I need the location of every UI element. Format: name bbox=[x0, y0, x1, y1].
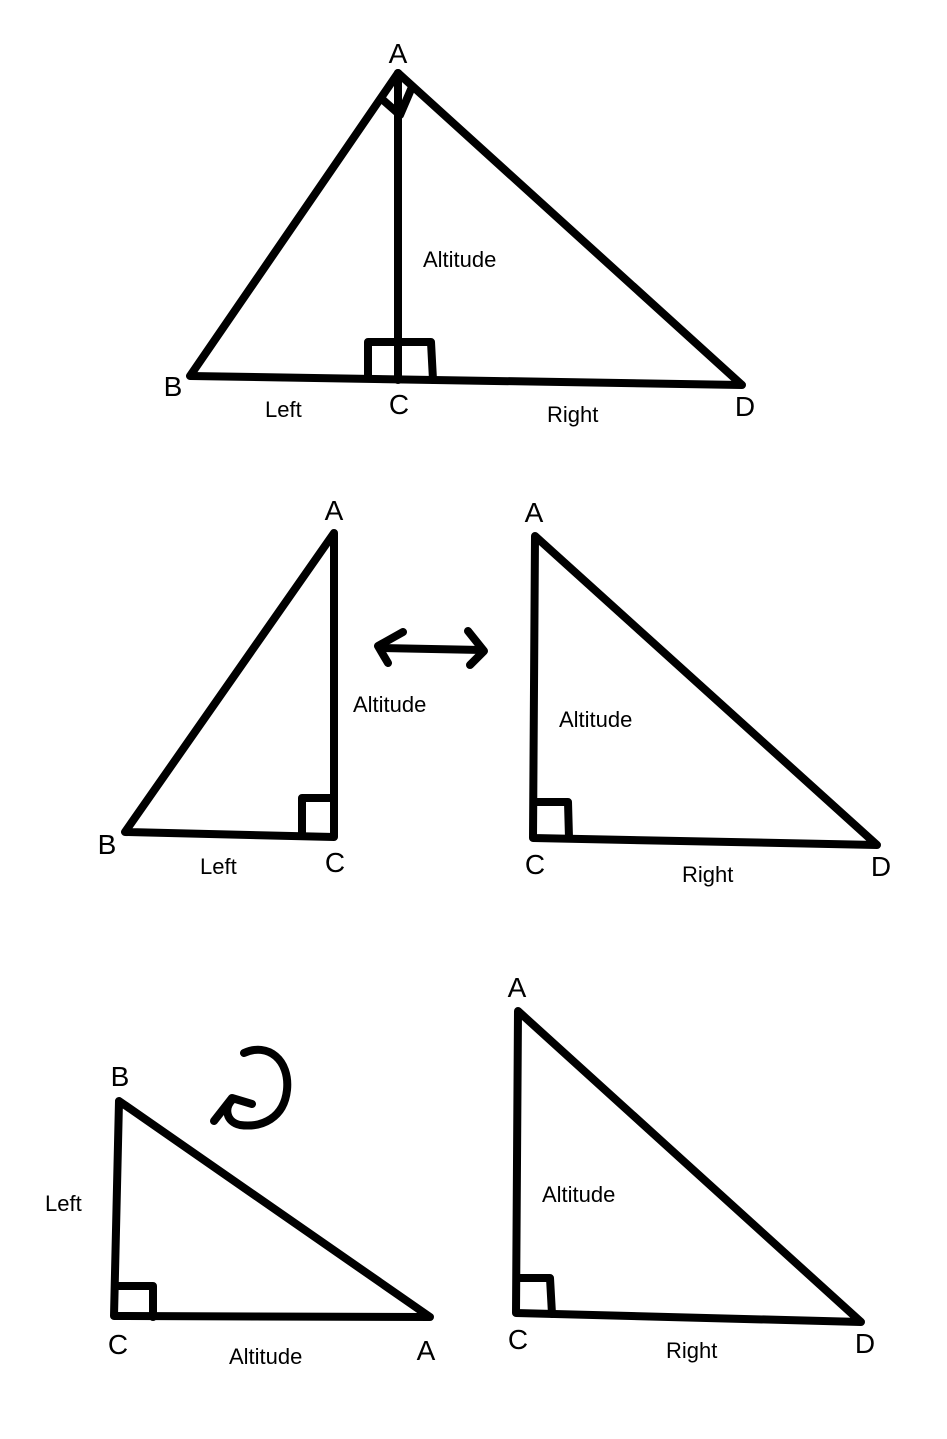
vertex-label-a: A bbox=[417, 1335, 436, 1366]
triangle-abc bbox=[121, 529, 338, 841]
triangle-abd bbox=[186, 69, 746, 389]
right-angle-mark-at-c bbox=[112, 1282, 157, 1321]
right-angle-mark-at-c bbox=[531, 798, 573, 842]
figure-left-triangle: A B C Altitude Left bbox=[98, 495, 427, 879]
right-angle-mark-at-c bbox=[514, 1274, 556, 1318]
side-label-left: Left bbox=[45, 1191, 82, 1216]
side-label-altitude: Altitude bbox=[423, 247, 496, 272]
right-angle-mark-at-c bbox=[298, 794, 338, 840]
triangle-acd bbox=[512, 1007, 865, 1326]
side-label-altitude: Altitude bbox=[542, 1182, 615, 1207]
vertex-label-c: C bbox=[389, 389, 409, 420]
side-label-right: Right bbox=[682, 862, 733, 887]
vertex-label-c: C bbox=[108, 1329, 128, 1360]
figure-right-triangle: A C D Altitude Right bbox=[525, 497, 891, 887]
vertex-label-c: C bbox=[508, 1324, 528, 1355]
vertex-label-d: D bbox=[855, 1328, 875, 1359]
figure-original-triangle: A B C D Altitude Left Right bbox=[164, 38, 755, 427]
side-label-right: Right bbox=[547, 402, 598, 427]
vertex-label-b: B bbox=[164, 371, 183, 402]
figure-rotated-left-triangle: B C A Left Altitude bbox=[45, 1061, 436, 1369]
vertex-label-d: D bbox=[735, 391, 755, 422]
side-label-right: Right bbox=[666, 1338, 717, 1363]
vertex-label-b: B bbox=[98, 829, 117, 860]
vertex-label-a: A bbox=[389, 38, 408, 69]
side-label-left: Left bbox=[200, 854, 237, 879]
side-label-altitude: Altitude bbox=[559, 707, 632, 732]
right-angle-mark-at-c bbox=[364, 338, 437, 384]
vertex-label-a: A bbox=[525, 497, 544, 528]
vertex-label-a: A bbox=[325, 495, 344, 526]
vertex-label-c: C bbox=[325, 847, 345, 878]
right-angle-mark-at-a bbox=[379, 83, 416, 119]
vertex-label-c: C bbox=[525, 849, 545, 880]
vertex-label-a: A bbox=[508, 972, 527, 1003]
side-label-left: Left bbox=[265, 397, 302, 422]
double-headed-arrow-icon bbox=[374, 627, 488, 669]
figure-right-triangle-repeat: A C D Altitude Right bbox=[508, 972, 875, 1363]
vertex-label-b: B bbox=[111, 1061, 130, 1092]
side-label-altitude: Altitude bbox=[353, 692, 426, 717]
triangle-bca-rotated bbox=[110, 1097, 434, 1321]
rotate-arrow-icon bbox=[210, 1045, 292, 1130]
triangle-acd bbox=[529, 532, 881, 849]
vertex-label-d: D bbox=[871, 851, 891, 882]
side-label-altitude: Altitude bbox=[229, 1344, 302, 1369]
